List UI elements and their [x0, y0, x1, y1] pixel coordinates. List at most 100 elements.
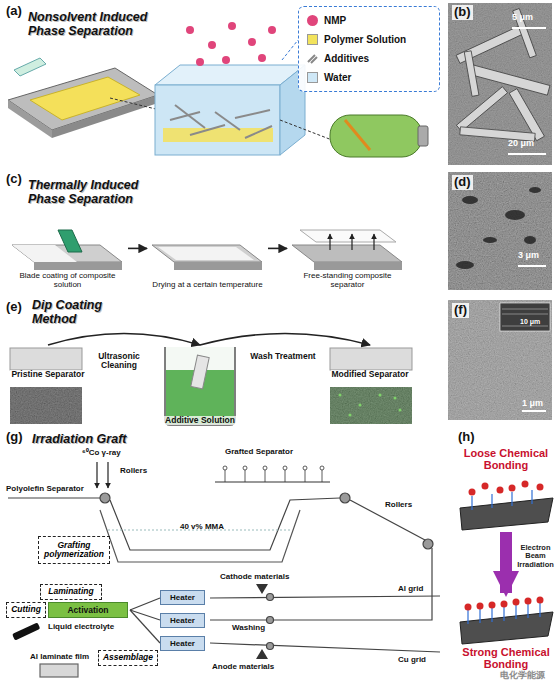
panel-a-art-part [155, 85, 280, 155]
node-text: Free-standing composite separator [290, 272, 405, 290]
panel-h-art-part-part [513, 599, 520, 606]
panel-h-art-part [460, 612, 553, 644]
panel-h-art-part-part [489, 602, 496, 609]
panel-g-art-part [225, 470, 322, 482]
panel-letter: (f) [452, 303, 469, 318]
panel-a-art-part [110, 98, 160, 110]
panel-a-art-part-part [190, 125, 225, 135]
node-text: Loose Chemical Bonding [458, 447, 554, 471]
panel-h-art-part [472, 490, 532, 510]
panel-h-art-part-part [527, 604, 528, 618]
panel-letter: (h) [458, 430, 475, 445]
sem-image-d-part-part [456, 261, 474, 269]
sem-image-f-part-part [502, 326, 548, 327]
process-box: Free-standing composite separator [290, 226, 405, 290]
panel-h-art-part-part [479, 609, 480, 623]
panel-h-art-part-part [491, 494, 492, 508]
panel-c-art-part [314, 262, 402, 270]
panel-g-art [8, 462, 440, 677]
sem-image-d-part-part [529, 187, 541, 193]
panel-c-art-part [292, 245, 402, 262]
panel-g-art-part [12, 622, 40, 640]
panel-g-art-part-part [243, 466, 247, 470]
scale-bar-label: 3 μm [518, 250, 539, 260]
process-box: Blade coating of composite solution [10, 226, 125, 290]
panel-title: Dip Coating Method [32, 298, 132, 327]
panel-g-art-part-part [320, 466, 324, 470]
panel-h-art-part-part [471, 496, 472, 510]
sem-image-d-part [518, 265, 546, 267]
watermark: 电化学能源 [500, 670, 545, 680]
panel-a-art-part [418, 126, 428, 146]
process-box: Heater [160, 613, 205, 628]
sem-image-b-part [512, 27, 546, 29]
node-text: Modified Separator [331, 370, 410, 379]
panel-h-art-part-part [501, 601, 508, 608]
panel-h-art-part-part [511, 492, 512, 506]
panel-e-art-part [10, 387, 82, 424]
sem-image-f-part [502, 309, 548, 326]
legend-text: Additives [324, 53, 369, 64]
scale-bar-label: 1 μm [522, 398, 543, 408]
sem-image-f [448, 300, 552, 420]
sem-image-b [448, 3, 552, 165]
panel-h-art-part-part [491, 608, 492, 622]
panel-g-art-part [210, 596, 440, 598]
node-text: Pristine Separator [10, 370, 85, 379]
sem-image-b-part-part [456, 87, 507, 132]
panel-h-art-part-part [537, 597, 544, 604]
sem-image-b-part-part [513, 8, 537, 57]
panel-e-art-part [330, 348, 412, 370]
node-text: Laminating [48, 587, 93, 596]
sem-image-b-part-part [470, 65, 550, 95]
sem-image-d-part [448, 172, 552, 290]
process-box: Heater [160, 590, 205, 605]
process-arrow-wide [500, 532, 512, 593]
node-text: Cutting [11, 605, 41, 614]
process-box: Laminating [40, 584, 102, 600]
process-box: Modified Separator [325, 345, 415, 425]
panel-a-art-part-part [175, 105, 205, 128]
panel-h-art-part-part [515, 605, 516, 619]
legend-sample-line [308, 55, 317, 63]
edge-label: Wash Treatment [248, 352, 318, 361]
panel-h-art-part-part [477, 603, 484, 610]
process-box: Strong Chemical Bonding [458, 595, 554, 670]
panel-c-art-part-part [373, 234, 374, 250]
sem-image-f-part [522, 410, 546, 412]
panel-h-art-part-part [537, 484, 544, 491]
panel-h-art-part [469, 481, 544, 496]
panel-g-art-part-part [263, 466, 267, 470]
panel-h-art-part [460, 498, 553, 530]
sem-image-d-part [448, 172, 552, 290]
part-label: Grafted Separator [225, 447, 293, 456]
sem-image-f-part [500, 303, 550, 331]
process-box: Assemblage [98, 650, 158, 666]
sem-image-b-part [448, 3, 552, 165]
panel-e-art-part [330, 387, 412, 424]
panel-c-art-part [174, 262, 262, 270]
panel-letter: (g) [6, 430, 23, 445]
edge-label: Electron Beam Irradiation [516, 544, 555, 569]
edge-label: Ultrasonic Cleaning [88, 352, 150, 371]
panel-letter: (a) [6, 4, 22, 19]
node-text: Heater [170, 593, 195, 602]
panel-h-art-part-part [497, 487, 504, 494]
process-box: Drying at a certain temperature [150, 226, 265, 290]
panel-e-art-part [10, 387, 82, 424]
panel-e-art-part [191, 355, 209, 389]
panel-e-art-part-part [359, 404, 362, 407]
sem-image-b-part-part [464, 51, 479, 97]
panel-a-art-part [163, 128, 273, 142]
panel-g-art-part-part [265, 470, 266, 482]
legend-row: NMP [307, 13, 346, 27]
sem-image-b-part [508, 153, 546, 155]
panel-h-art-part-part [503, 607, 504, 621]
panel-a-art-part-part [235, 110, 270, 118]
panel-c-art-part [152, 245, 262, 262]
panel-a-art-part-part [208, 41, 216, 49]
scale-bar-label: 10 μm [520, 318, 540, 326]
node-text: Blade coating of composite solution [10, 272, 125, 290]
process-box: Additive Solution [160, 345, 240, 425]
